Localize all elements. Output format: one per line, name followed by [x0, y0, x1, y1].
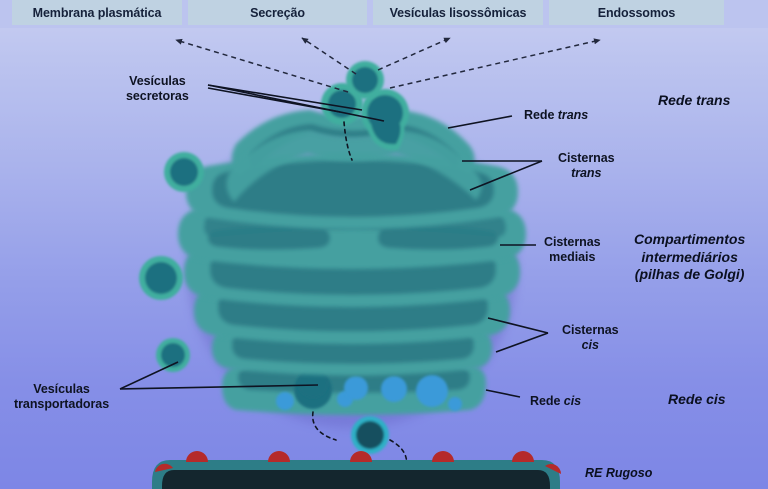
label-cis-network: Rede cis	[530, 394, 582, 408]
label-trans-network: Rede trans	[524, 108, 589, 122]
label-transport-vesicles: Vesículas transportadoras	[14, 382, 110, 411]
transport-vesicle-3	[156, 338, 190, 372]
zone-cis-network: Rede cis	[668, 391, 726, 407]
secretory-vesicle-top	[346, 61, 384, 99]
tab-vesiculas-lisossomicas[interactable]: Vesículas lisossômicas	[373, 0, 543, 25]
cis-network-vesicles	[276, 368, 462, 411]
label-rough-er: RE Rugoso	[585, 466, 653, 480]
transport-vesicle-1	[164, 152, 204, 192]
cisterna-trans-1-base	[226, 130, 482, 202]
tab-membrana-plasmatica[interactable]: Membrana plasmática	[12, 0, 182, 25]
secretory-vesicle-budding	[361, 89, 409, 151]
tab-endossomos[interactable]: Endossomos	[549, 0, 724, 25]
transport-vesicles	[139, 152, 204, 372]
label-secretory-vesicles: Vesículas secretoras	[126, 74, 189, 103]
zone-intermediate-compartments: Compartimentos intermediários (pilhas de…	[634, 231, 746, 282]
label-trans-cisternae: Cisternas trans	[558, 151, 615, 180]
label-medial-cisternae: Cisternas mediais	[544, 235, 601, 264]
transport-vesicle-2	[139, 256, 183, 300]
vesicle-traffic-paths	[311, 121, 408, 473]
cisterna-trans-2	[186, 153, 518, 229]
zone-trans-network: Rede trans	[658, 92, 731, 108]
rough-er	[152, 451, 561, 489]
tab-secrecao[interactable]: Secreção	[188, 0, 367, 25]
ribosomes	[155, 451, 561, 474]
tab-strip: Membrana plasmática Secreção Vesículas l…	[0, 0, 768, 28]
er-transport-vesicle	[351, 416, 389, 454]
leader-lines	[119, 84, 549, 398]
golgi-stack	[178, 110, 526, 415]
label-cis-cisternae: Cisternas cis	[562, 323, 619, 352]
secretory-vesicles	[321, 61, 409, 151]
destination-arrows	[175, 37, 601, 93]
